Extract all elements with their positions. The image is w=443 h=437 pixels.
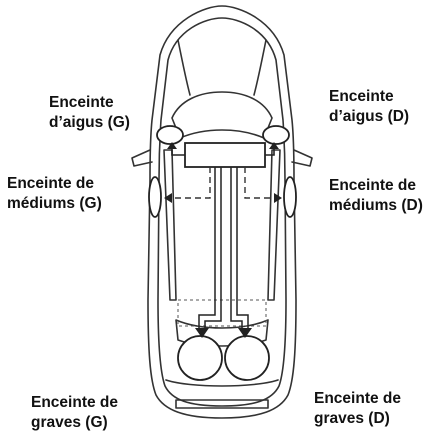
midrange-right-label: Enceinte de médiums (D) — [329, 176, 423, 216]
subwoofer-right-label: Enceinte de graves (D) — [314, 389, 401, 429]
tweeter-left-label-line2: d’aigus (G) — [49, 114, 130, 131]
tweeter-left-label: Enceinte d’aigus (G) — [49, 93, 130, 133]
tweeter-right-label-line1: Enceinte — [329, 88, 394, 105]
subwoofer-right-label-line2: graves (D) — [314, 410, 390, 427]
tweeter-left-speaker — [156, 125, 184, 145]
tweeter-left-wire — [171, 148, 185, 156]
trunk-area-dashed — [177, 299, 267, 327]
midrange-right-arrow — [274, 193, 282, 203]
midrange-right-label-line2: médiums (D) — [329, 197, 423, 214]
rear-line — [165, 379, 279, 387]
midrange-left-speaker — [148, 176, 162, 218]
tweeter-right-label-line2: d’aigus (D) — [329, 108, 410, 125]
midrange-left-arrow — [164, 193, 172, 203]
subwoofer-left-arrow — [195, 328, 209, 338]
windshield — [171, 91, 273, 139]
mirror-left — [131, 149, 153, 167]
subwoofer-right-arrow — [238, 328, 252, 338]
tweeter-right-arrow — [269, 142, 279, 149]
subwoofer-left-wire-a — [198, 167, 216, 330]
midrange-left-label-line2: médiums (G) — [7, 195, 102, 212]
midrange-left-wire — [170, 167, 211, 199]
subwoofer-right-wire-a — [230, 167, 243, 330]
midrange-left-label-line1: Enceinte de — [7, 175, 94, 192]
tweeter-left-arrow — [167, 142, 177, 149]
car-inner-outline — [157, 17, 287, 407]
hood-line-right — [253, 39, 267, 96]
tweeter-right-label: Enceinte d’aigus (D) — [329, 87, 409, 127]
tweeter-right-wire — [265, 148, 275, 156]
midrange-left-label: Enceinte de médiums (G) — [7, 174, 102, 214]
tweeter-right-speaker — [262, 125, 290, 145]
midrange-right-speaker — [283, 176, 297, 218]
head-unit — [184, 142, 266, 168]
car-body-outline — [147, 5, 297, 419]
rear-bumper — [175, 399, 269, 409]
subwoofer-right-wire-b — [236, 167, 249, 330]
tweeter-left-label-line1: Enceinte — [49, 94, 114, 111]
subwoofer-left-label: Enceinte de graves (G) — [31, 393, 118, 433]
subwoofer-right-speaker — [224, 335, 270, 381]
subwoofer-left-label-line2: graves (G) — [31, 414, 108, 431]
mirror-right — [291, 149, 313, 167]
hood-line-left — [177, 39, 191, 96]
subwoofer-left-speaker — [177, 335, 223, 381]
side-window-left — [163, 149, 177, 301]
subwoofer-right-label-line1: Enceinte de — [314, 390, 401, 407]
subwoofer-left-label-line1: Enceinte de — [31, 394, 118, 411]
midrange-right-wire — [244, 167, 276, 199]
midrange-right-label-line1: Enceinte de — [329, 177, 416, 194]
subwoofer-left-wire-b — [204, 167, 222, 330]
side-window-right — [267, 149, 281, 301]
